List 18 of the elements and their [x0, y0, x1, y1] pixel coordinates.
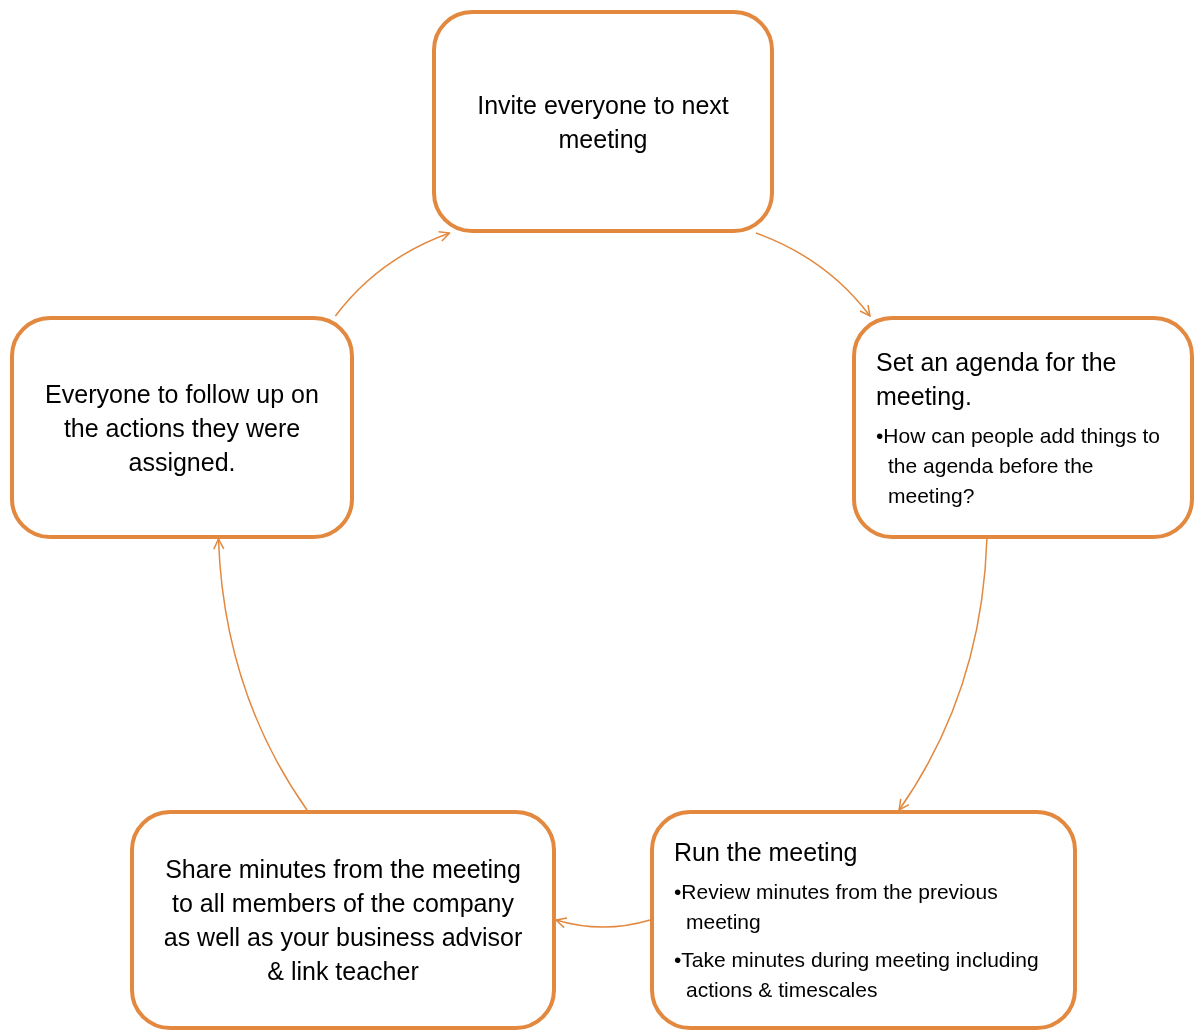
step-text: Invite everyone to next meeting — [476, 89, 730, 155]
step-text: Run the meeting — [674, 837, 859, 868]
step-text: Set an agenda for the meeting. — [876, 346, 1118, 412]
arrow — [755, 232, 871, 317]
process-box — [130, 810, 556, 1030]
bullet-text: •Review minutes from the previous meeting — [674, 879, 999, 935]
arrow — [213, 538, 308, 811]
bullet-text: •How can people add things to the agenda before the meeting? — [876, 422, 1162, 509]
step-text: Everyone to follow up on the actions they were assigned. — [44, 378, 320, 478]
arrow — [898, 538, 988, 811]
process-box — [852, 316, 1194, 539]
process-box — [650, 810, 1077, 1030]
step-text: Share minutes from the meeting to all members of the company as well as your business advisor & link teacher — [162, 854, 524, 987]
process-box — [10, 316, 354, 539]
bullet-text: •Take minutes during meeting including actions & timescales — [674, 947, 1040, 1003]
process-box — [432, 10, 774, 233]
arrow — [334, 231, 451, 317]
arrow — [555, 917, 651, 929]
